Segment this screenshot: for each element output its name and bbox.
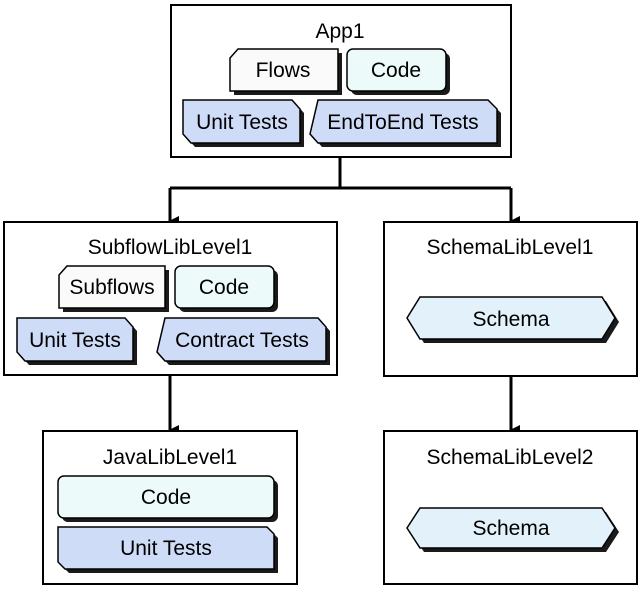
chip-contract-tests-label: Contract Tests	[175, 329, 309, 352]
chip-subflow-unit-tests-label: Unit Tests	[29, 329, 121, 352]
box-app1: App1 Flows Code Unit Tests EndToEnd Test…	[170, 4, 512, 158]
box-app1-title: App1	[315, 20, 364, 43]
box-java-lib-title: JavaLibLevel1	[103, 446, 237, 469]
chip-app1-unit-tests: Unit Tests	[182, 99, 304, 147]
chip-contract-tests: Contract Tests	[156, 317, 330, 365]
chip-subflows: Subflows	[58, 265, 169, 312]
box-schema-lib2-title: SchemaLibLevel2	[427, 446, 594, 469]
box-java-lib: JavaLibLevel1 Code Unit Tests	[42, 430, 298, 585]
chip-app1-code-label: Code	[371, 59, 421, 82]
chip-java-code: Code	[57, 475, 278, 522]
chip-flows-label: Flows	[256, 59, 311, 82]
connectors	[168, 157, 520, 435]
box-subflow-lib: SubflowLibLevel1 Subflows Code Unit Test…	[3, 221, 338, 376]
chip-app1-unit-tests-label: Unit Tests	[196, 111, 288, 134]
chip-schema-2: Schema	[406, 507, 619, 552]
chip-subflow-code: Code	[174, 265, 278, 312]
chip-e2e-tests-label: EndToEnd Tests	[327, 111, 478, 134]
box-schema-lib1: SchemaLibLevel1 Schema	[383, 221, 638, 377]
chip-schema-1: Schema	[406, 296, 619, 343]
chip-schema-2-label: Schema	[472, 517, 549, 540]
chip-app1-code: Code	[346, 48, 450, 95]
box-schema-lib1-title: SchemaLibLevel1	[427, 236, 594, 259]
box-subflow-lib-title: SubflowLibLevel1	[88, 236, 253, 259]
chip-java-unit-tests: Unit Tests	[57, 526, 278, 573]
chip-java-code-label: Code	[141, 486, 191, 509]
chip-schema-1-label: Schema	[472, 308, 549, 331]
chip-subflow-code-label: Code	[199, 276, 249, 299]
chip-java-unit-tests-label: Unit Tests	[120, 537, 212, 560]
chip-e2e-tests: EndToEnd Tests	[309, 99, 501, 147]
chip-subflows-label: Subflows	[69, 276, 154, 299]
chip-flows: Flows	[229, 48, 342, 95]
box-schema-lib2: SchemaLibLevel2 Schema	[383, 430, 638, 585]
chip-subflow-unit-tests: Unit Tests	[16, 317, 137, 365]
